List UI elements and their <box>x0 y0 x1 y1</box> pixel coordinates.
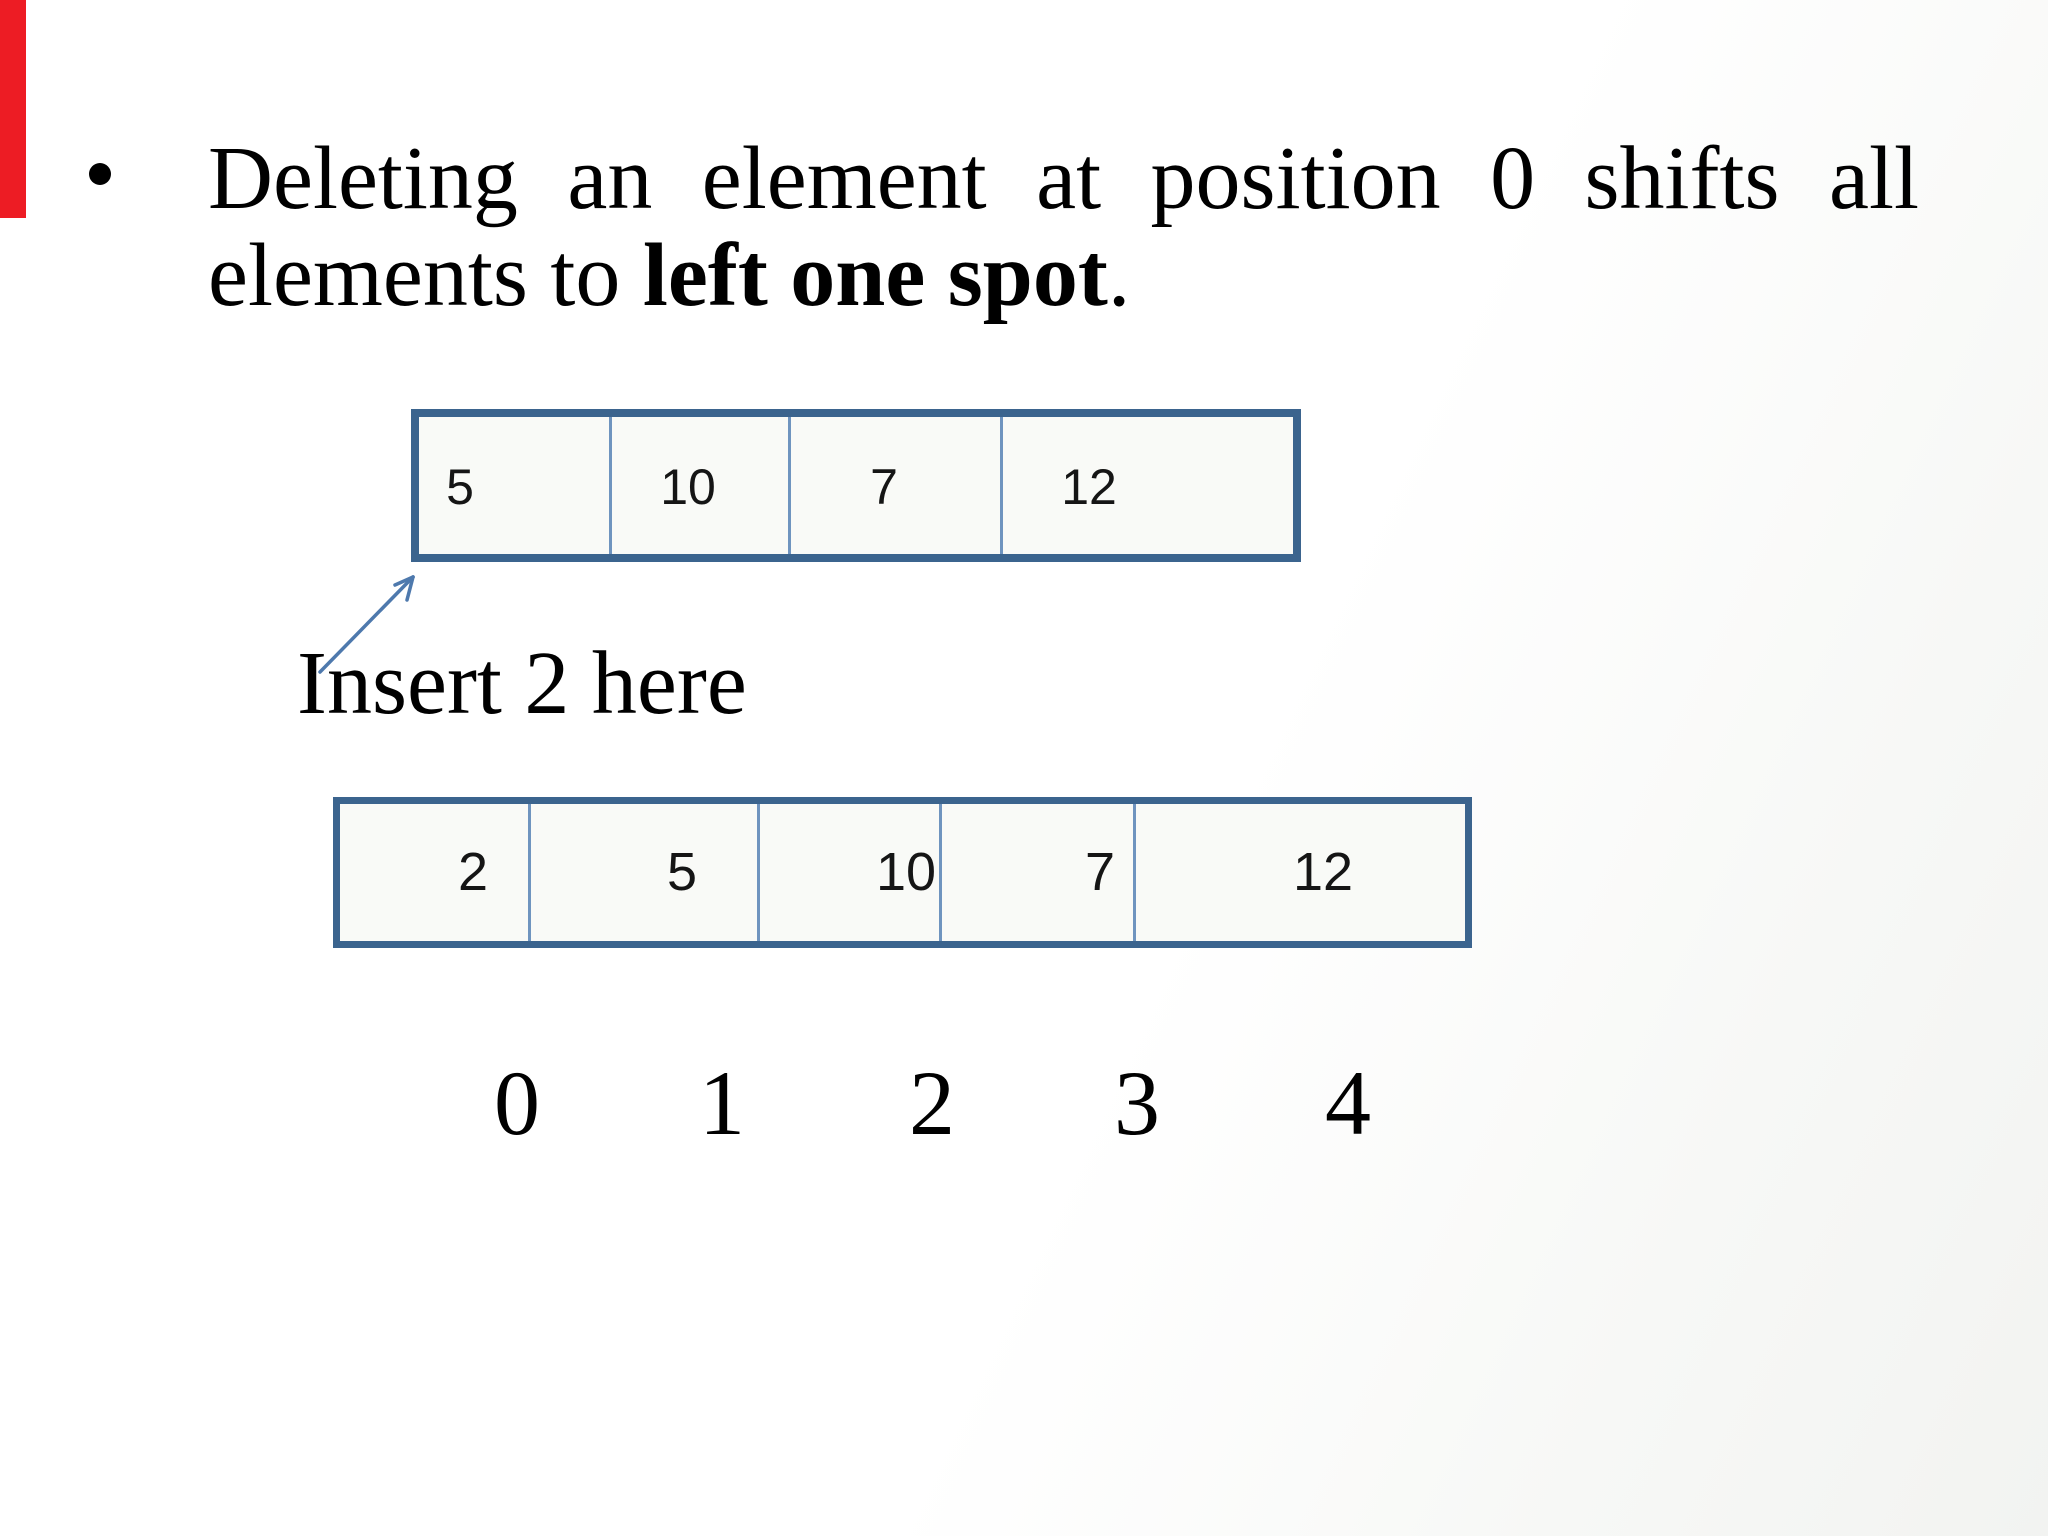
array-index-label: 0 <box>494 1052 540 1154</box>
bullet-text-word: element <box>701 129 987 228</box>
array-cell-value: 10 <box>660 459 716 515</box>
bullet-text-line2-bold: left one spot <box>642 226 1108 325</box>
red-marker-bar <box>0 0 26 218</box>
bullet-text-line1: Deleting an element at position 0 shifts all <box>208 129 1919 228</box>
bullet-point-icon <box>89 163 111 185</box>
array-cell-divider <box>757 804 760 941</box>
bullet-text-word: shifts <box>1584 129 1780 228</box>
array-index-label: 1 <box>699 1052 745 1154</box>
bullet-text-word: Deleting <box>208 129 518 228</box>
array-cell-value: 7 <box>870 459 898 515</box>
bullet-text-word: 0 <box>1490 129 1536 228</box>
insert-annotation-label: Insert 2 here <box>297 634 747 733</box>
array-cell-value: 5 <box>666 842 698 902</box>
array-cell-value: 7 <box>1084 842 1116 902</box>
bullet-text-line2-period: . <box>1107 226 1131 325</box>
array-cell-value: 10 <box>875 842 937 902</box>
bullet-text-line2-regular: elements to <box>208 226 643 325</box>
array-cell-divider <box>788 417 791 554</box>
array-after-box <box>333 797 1472 948</box>
bullet-text-word: at <box>1036 129 1102 228</box>
array-cell-value: 5 <box>446 459 474 515</box>
array-cell-divider <box>1000 417 1003 554</box>
array-cell-value: 2 <box>457 842 489 902</box>
array-index-label: 2 <box>909 1052 955 1154</box>
array-cell-divider <box>609 417 612 554</box>
array-index-label: 4 <box>1325 1052 1371 1154</box>
bullet-text-line2: elements to left one spot. <box>208 228 1130 323</box>
bullet-text-word: all <box>1829 129 1919 228</box>
array-index-label: 3 <box>1114 1052 1160 1154</box>
array-cell-divider <box>1133 804 1136 941</box>
array-before-box <box>411 409 1301 562</box>
bullet-text-word: an <box>567 129 653 228</box>
bullet-text-word: position <box>1150 129 1441 228</box>
array-cell-divider <box>528 804 531 941</box>
array-cell-value: 12 <box>1061 459 1117 515</box>
array-cell-value: 12 <box>1292 842 1354 902</box>
array-cell-divider <box>939 804 942 941</box>
